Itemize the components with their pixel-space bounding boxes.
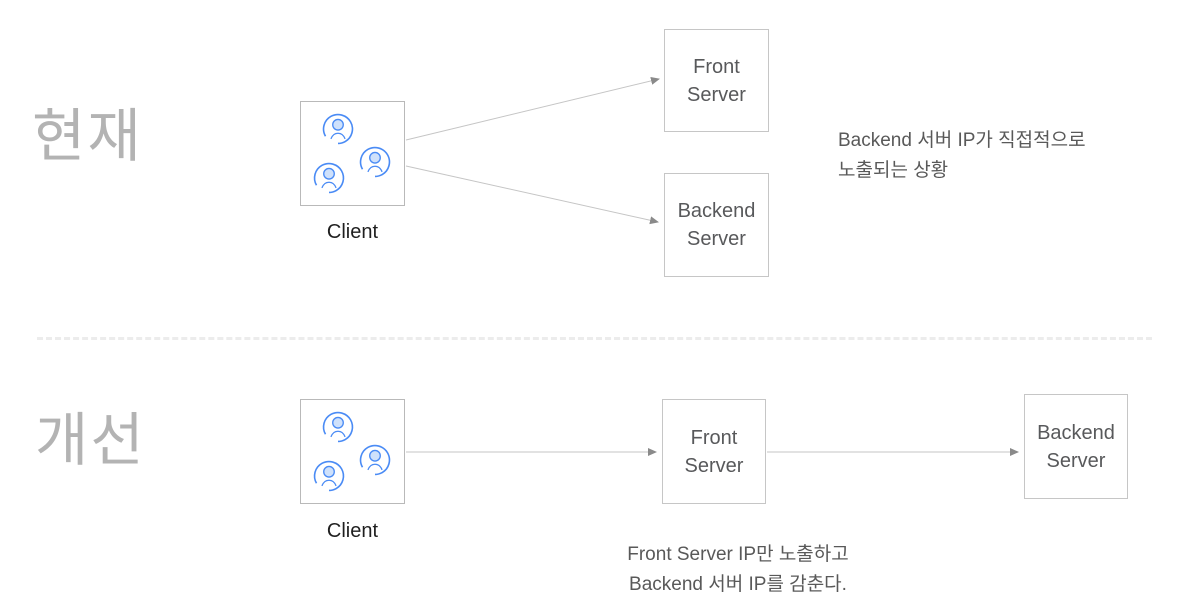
node-label-line: Backend (677, 200, 756, 222)
arrow-current-client-to-backendserver (405, 165, 659, 225)
section-divider (37, 337, 1152, 340)
node-label-line: Front (690, 426, 738, 449)
user-in-circle-icon (313, 162, 345, 194)
node-label-line: Server (1046, 449, 1106, 472)
node-label-line: Backend (1037, 421, 1115, 444)
arrow-current-client-to-frontserver (405, 76, 660, 141)
client-node-improved (300, 399, 405, 504)
front-server-node-current: Front Server (664, 29, 769, 132)
section-label-improved: 개선 (35, 408, 146, 473)
client-label-improved: Client (326, 520, 379, 542)
node-label-line: Server (687, 228, 746, 250)
annotation-improved: Front Server IP만 노출하고 Backend 서버 IP를 감춘다… (598, 540, 878, 601)
user-in-circle-icon (359, 146, 391, 178)
annotation-line: Front Server IP만 노출하고 (627, 544, 849, 565)
user-in-circle-icon (313, 460, 345, 492)
user-in-circle-icon (322, 113, 354, 145)
client-node-current (300, 101, 405, 206)
backend-server-node-improved: Backend Server (1024, 394, 1128, 499)
node-label-line: Server (687, 83, 746, 106)
client-label-current: Client (326, 221, 379, 243)
backend-server-node-current: Backend Server (664, 173, 769, 277)
node-label-line: Server (684, 454, 744, 477)
annotation-current: Backend 서버 IP가 직접적으로 노출되는 상황 (838, 126, 1086, 187)
user-in-circle-icon (359, 444, 391, 476)
front-server-node-improved: Front Server (662, 399, 766, 504)
section-label-current: 현재 (32, 104, 143, 169)
annotation-line: Backend 서버 IP가 직접적으로 (838, 130, 1086, 151)
annotation-line: Backend 서버 IP를 감춘다. (629, 574, 847, 596)
node-label-line: Front (693, 55, 740, 78)
user-in-circle-icon (322, 411, 354, 443)
annotation-line: 노출되는 상황 (838, 160, 949, 182)
